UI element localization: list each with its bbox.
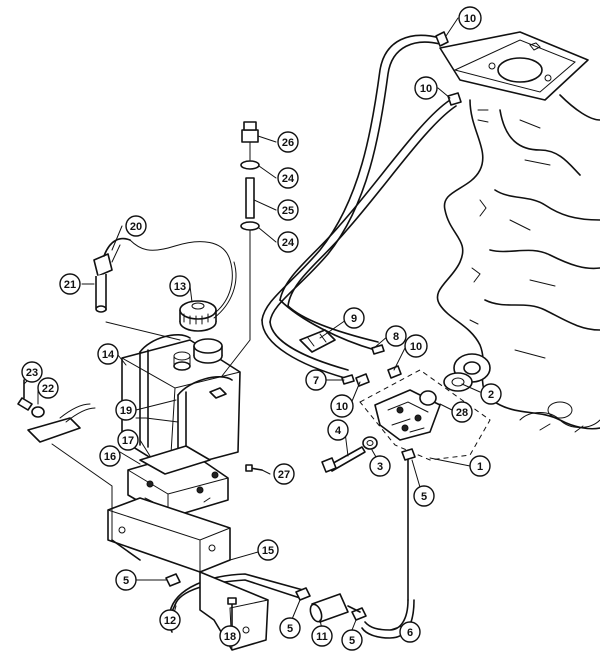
svg-text:9: 9 bbox=[351, 313, 357, 325]
filler-cap bbox=[129, 239, 237, 332]
svg-text:5: 5 bbox=[287, 623, 293, 635]
svg-text:4: 4 bbox=[335, 425, 342, 437]
callout-2: 2 bbox=[480, 383, 502, 405]
inline-filter bbox=[309, 593, 361, 623]
svg-text:10: 10 bbox=[336, 401, 348, 413]
svg-text:7: 7 bbox=[313, 375, 319, 387]
pump-assembly bbox=[321, 369, 491, 473]
callout-16: 16 bbox=[99, 445, 121, 467]
callout-10-engine: 10 bbox=[414, 76, 438, 100]
svg-text:20: 20 bbox=[130, 221, 142, 233]
svg-text:19: 19 bbox=[120, 405, 132, 417]
svg-text:23: 23 bbox=[26, 367, 38, 379]
svg-text:26: 26 bbox=[282, 137, 294, 149]
leader-lines bbox=[23, 17, 481, 635]
hoses bbox=[169, 34, 457, 639]
callout-20: 20 bbox=[125, 215, 147, 237]
callout-15: 15 bbox=[257, 539, 279, 561]
svg-text:3: 3 bbox=[377, 461, 383, 473]
svg-text:10: 10 bbox=[464, 13, 476, 25]
callout-24-upper: 24 bbox=[277, 167, 299, 189]
callout-28: 28 bbox=[451, 401, 473, 423]
electrical-connector bbox=[17, 379, 141, 561]
callout-5-pump: 5 bbox=[413, 485, 435, 507]
callouts: 1 2 3 4 5 5 5 5 6 7 8 9 10 10 10 10 11 1… bbox=[21, 6, 502, 651]
svg-text:15: 15 bbox=[262, 545, 274, 557]
svg-text:22: 22 bbox=[42, 383, 54, 395]
svg-text:6: 6 bbox=[407, 627, 413, 639]
svg-text:10: 10 bbox=[420, 83, 432, 95]
callout-25: 25 bbox=[277, 199, 299, 221]
callout-26: 26 bbox=[277, 131, 299, 153]
callout-6: 6 bbox=[399, 621, 421, 643]
svg-text:28: 28 bbox=[456, 407, 468, 419]
callout-8: 8 bbox=[385, 325, 407, 347]
callout-19: 19 bbox=[115, 399, 137, 421]
callout-22: 22 bbox=[37, 377, 59, 399]
callout-3: 3 bbox=[369, 455, 391, 477]
callout-10-top: 10 bbox=[458, 6, 482, 30]
callout-23: 23 bbox=[21, 361, 43, 383]
callout-21: 21 bbox=[59, 273, 81, 295]
engine-block bbox=[436, 31, 600, 433]
svg-text:1: 1 bbox=[477, 461, 483, 473]
callout-13: 13 bbox=[169, 275, 191, 297]
callout-27: 27 bbox=[273, 463, 295, 485]
svg-text:21: 21 bbox=[64, 279, 76, 291]
callout-5-filter-right: 5 bbox=[341, 629, 363, 651]
reservoir-tank bbox=[121, 334, 241, 479]
svg-text:14: 14 bbox=[102, 349, 115, 361]
callout-10-pump-left: 10 bbox=[330, 394, 354, 418]
svg-text:24: 24 bbox=[282, 173, 295, 185]
svg-text:18: 18 bbox=[224, 631, 236, 643]
pin-27 bbox=[245, 464, 263, 472]
callout-5-filter-left: 5 bbox=[279, 617, 301, 639]
level-sensor bbox=[93, 237, 181, 341]
svg-text:17: 17 bbox=[122, 435, 134, 447]
svg-text:5: 5 bbox=[349, 635, 355, 647]
svg-text:2: 2 bbox=[488, 389, 494, 401]
callout-1: 1 bbox=[469, 455, 491, 477]
svg-text:5: 5 bbox=[421, 491, 427, 503]
callout-7: 7 bbox=[305, 369, 327, 391]
svg-text:16: 16 bbox=[104, 451, 116, 463]
callout-18: 18 bbox=[219, 625, 241, 647]
svg-text:24: 24 bbox=[282, 237, 295, 249]
callout-12: 12 bbox=[159, 609, 181, 631]
svg-text:12: 12 bbox=[164, 615, 176, 627]
vent-stack bbox=[221, 121, 260, 377]
svg-text:8: 8 bbox=[393, 331, 399, 343]
svg-text:27: 27 bbox=[278, 469, 290, 481]
callout-11: 11 bbox=[311, 625, 333, 647]
svg-text:11: 11 bbox=[316, 631, 328, 643]
callout-9: 9 bbox=[343, 307, 365, 329]
callout-24-lower: 24 bbox=[277, 231, 299, 253]
callout-10-pump-right: 10 bbox=[404, 334, 428, 358]
callout-17: 17 bbox=[117, 429, 139, 451]
callout-14: 14 bbox=[97, 343, 119, 365]
svg-text:25: 25 bbox=[282, 205, 294, 217]
svg-text:10: 10 bbox=[410, 341, 422, 353]
callout-4: 4 bbox=[327, 419, 349, 441]
callout-5-bracket: 5 bbox=[115, 569, 137, 591]
svg-text:13: 13 bbox=[174, 281, 186, 293]
svg-text:5: 5 bbox=[123, 575, 129, 587]
